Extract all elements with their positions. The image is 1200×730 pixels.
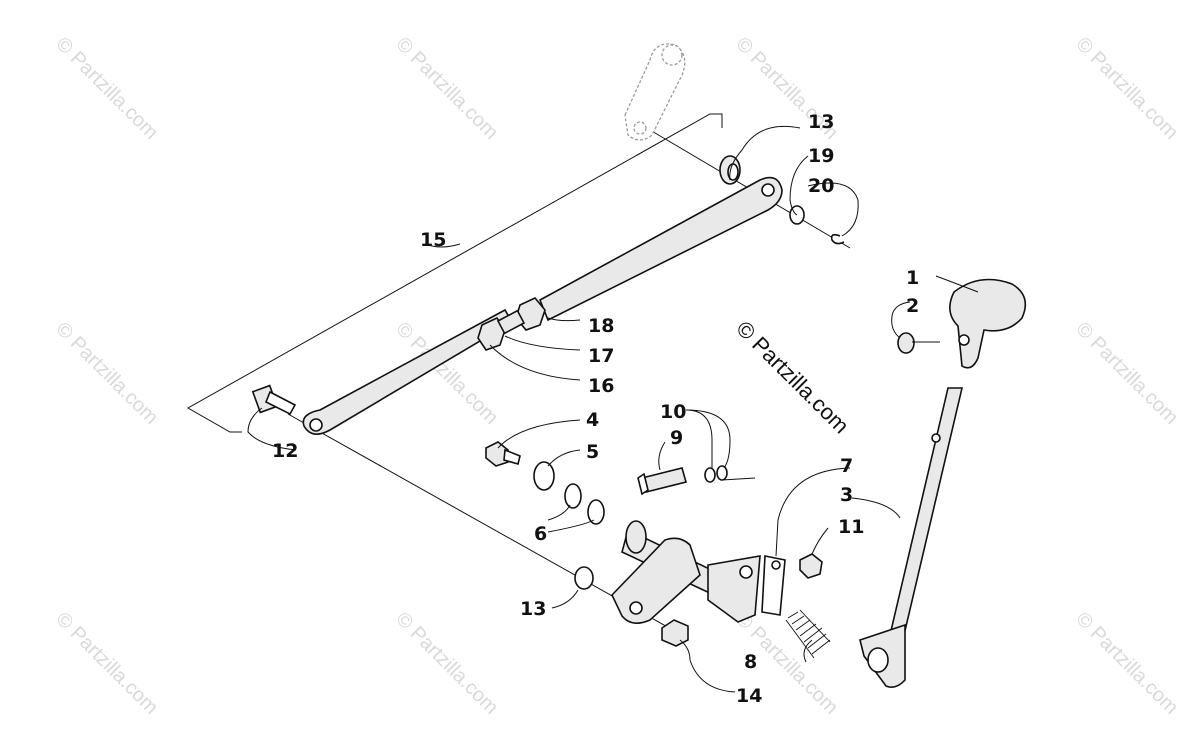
washer-13-lower [574,566,594,590]
callout-6: 6 [534,523,547,545]
callout-4: 4 [586,409,599,431]
washer-5 [533,461,555,491]
shift-rod [302,176,783,435]
o-ring-10 [704,467,716,483]
watermark: © Partzilla.com [1071,33,1182,144]
callout-13-lower: 13 [520,598,546,620]
callout-13-upper: 13 [808,111,834,133]
o-ring [564,483,582,509]
pitman-arm-ghost [624,43,686,141]
shift-bracket [611,520,786,624]
callout-9: 9 [670,427,683,449]
nut-11 [799,553,823,579]
callout-8: 8 [744,651,757,673]
callout-2: 2 [906,295,919,317]
callout-19: 19 [808,145,834,167]
callout-17: 17 [588,345,614,367]
watermark: © Partzilla.com [51,608,162,719]
nut-14 [661,619,689,647]
watermark: © Partzilla.com [391,608,502,719]
watermarks: © Partzilla.com © Partzilla.com © Partzi… [51,33,1182,719]
callout-5: 5 [586,441,599,463]
callout-20: 20 [808,175,834,197]
assembly-bracket [186,113,723,433]
bolt-4 [485,441,521,467]
callout-12: 12 [272,440,298,462]
callout-10: 10 [660,401,686,423]
watermark: © Partzilla.com [1071,608,1182,719]
shift-lever-3 [859,387,964,688]
watermark: © Partzilla.com [1071,318,1182,429]
callout-3: 3 [840,484,853,506]
callout-16: 16 [588,375,614,397]
bushing-upper [719,155,741,185]
callout-14: 14 [736,685,762,707]
callout-7: 7 [840,455,853,477]
detent-plunger-9 [637,467,687,496]
watermark: © Partzilla.com [391,33,502,144]
watermark: © Partzilla.com [51,318,162,429]
spring-8 [785,609,831,659]
shift-knob-1 [949,278,1027,369]
o-ring [587,499,605,525]
leader-lines [247,125,979,693]
callout-15: 15 [420,229,446,251]
jam-nut [477,316,506,351]
set-screw-2 [897,332,940,354]
callouts: 1 2 3 4 5 6 7 8 9 10 11 12 13 13 14 15 1… [272,111,919,707]
copyright-text: © Partzilla.com [731,316,854,439]
callout-11: 11 [838,516,864,538]
o-ring-10 [716,465,728,481]
bolt-12 [251,384,297,416]
axis-line [721,477,756,481]
watermark: © Partzilla.com [51,33,162,144]
callout-18: 18 [588,315,614,337]
callout-1: 1 [906,267,919,289]
e-clip-20 [830,233,845,245]
